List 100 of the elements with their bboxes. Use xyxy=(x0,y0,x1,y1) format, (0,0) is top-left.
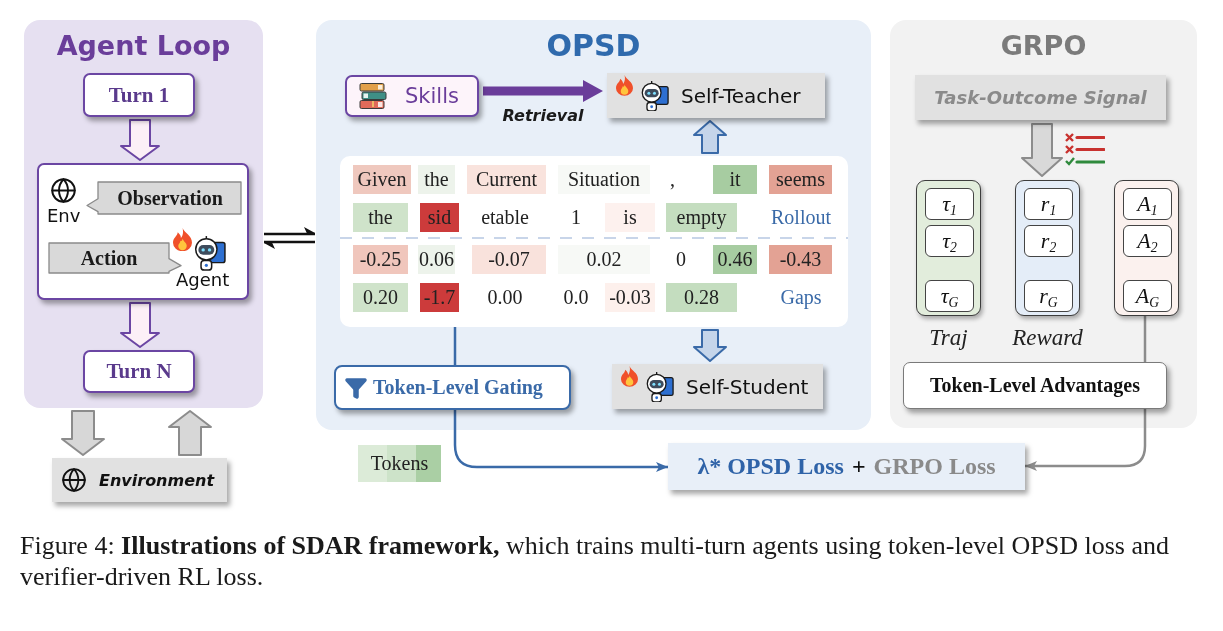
symbol-slot xyxy=(1123,280,1172,312)
advantage-box xyxy=(903,362,1167,409)
symbol-slot xyxy=(1024,225,1073,257)
token-strip xyxy=(358,445,441,482)
name-plate xyxy=(915,75,1166,120)
step-box xyxy=(83,73,195,117)
row-label: Rollout xyxy=(771,205,831,230)
token-card xyxy=(340,156,848,327)
column-label: Reward xyxy=(1012,325,1083,351)
symbol-slot xyxy=(925,188,974,220)
step-label: Turn N xyxy=(106,359,172,384)
group-column xyxy=(1114,180,1179,316)
row-label: Gaps xyxy=(780,285,822,311)
callout-text: Action xyxy=(80,247,138,269)
gap-value: -0.25 xyxy=(353,245,408,274)
block-arrow xyxy=(1021,123,1063,177)
symbol-slot xyxy=(1024,280,1073,312)
rollout-token: the xyxy=(353,203,408,232)
callout-text: Observation xyxy=(117,187,223,209)
rollout-token: 1 xyxy=(571,205,581,230)
symbol-slot xyxy=(1123,225,1172,257)
gap-value: 0 xyxy=(676,247,686,272)
symbol-slot xyxy=(1024,188,1073,220)
block-arrow xyxy=(120,119,160,161)
block-arrow xyxy=(61,410,105,456)
figure-caption: Figure 4: Illustrations of SDAR framework, which trains multi-turn agents using token-level OPSD loss and verifier-driven RL loss. xyxy=(20,530,1170,593)
block-arrow xyxy=(483,80,603,102)
block-arrow xyxy=(693,329,727,362)
panel-title: OPSD xyxy=(546,29,641,62)
gap-value: 0.0 xyxy=(563,285,589,310)
plate-label: Self-Student xyxy=(686,374,809,399)
gap-value: 0.02 xyxy=(558,245,650,274)
math-symbol: A$_{G}$ xyxy=(1135,285,1160,307)
column-label: Traj xyxy=(929,325,968,351)
gap-value: 0.06 xyxy=(418,245,455,274)
gap-value: -0.07 xyxy=(472,245,546,274)
icon-caption: Env xyxy=(47,206,81,226)
gap-value: 0.28 xyxy=(666,283,737,312)
loss-box xyxy=(668,443,1025,490)
skill-box xyxy=(345,75,479,117)
group-column xyxy=(916,180,981,316)
plate-label: Self-Teacher xyxy=(681,83,801,108)
rollout-token: the xyxy=(418,165,455,194)
rollout-token: sid xyxy=(420,203,459,232)
block-arrow xyxy=(120,302,160,348)
arrow xyxy=(1025,409,1147,471)
symbol-slot xyxy=(925,280,974,312)
gap-value: 0.20 xyxy=(353,283,408,312)
stage-panel xyxy=(890,20,1197,428)
symbol-slot xyxy=(1123,188,1172,220)
math-symbol: A$_{2}$ xyxy=(1137,230,1158,252)
name-plate xyxy=(612,364,823,409)
rollout-token: Current xyxy=(467,165,546,194)
math-symbol: r$_{2}$ xyxy=(1040,230,1057,252)
panel-title: Agent Loop xyxy=(56,31,231,61)
math-symbol: r$_{G}$ xyxy=(1039,285,1058,307)
plate-label: Environment xyxy=(99,470,215,490)
rollout-token: etable xyxy=(481,205,529,230)
stage-panel xyxy=(316,20,871,430)
rollout-token: empty xyxy=(666,203,737,232)
name-plate xyxy=(607,73,825,118)
arrow xyxy=(453,410,668,472)
formula-term: GRPO Loss xyxy=(873,453,996,480)
gap-value: 0.00 xyxy=(487,285,523,310)
step-label: Turn 1 xyxy=(108,82,170,108)
strip-label: Tokens xyxy=(370,452,429,475)
rollout-token: is xyxy=(605,203,655,232)
gap-value: -1.7 xyxy=(420,283,459,312)
box-label: Skills xyxy=(405,84,459,108)
connector-line xyxy=(1143,316,1147,362)
formula-term: λ* OPSD Loss xyxy=(697,453,844,480)
group-column xyxy=(1015,180,1080,316)
math-symbol: τ$_{1}$ xyxy=(942,193,957,215)
box-label: Token-Level Advantages xyxy=(930,374,1140,397)
block-arrow xyxy=(168,410,212,456)
math-symbol: τ$_{G}$ xyxy=(940,285,959,307)
step-box xyxy=(83,350,195,393)
math-symbol: r$_{1}$ xyxy=(1040,193,1057,215)
math-symbol: τ$_{2}$ xyxy=(942,230,957,252)
stage-panel xyxy=(24,20,263,408)
connector-line xyxy=(453,327,457,365)
rollout-token: , xyxy=(670,167,675,192)
gap-value: -0.43 xyxy=(769,245,832,274)
formula-term: + xyxy=(851,453,866,480)
rollout-token: seems xyxy=(769,165,832,194)
symbol-slot xyxy=(925,225,974,257)
rollout-token: Situation xyxy=(558,165,650,194)
icon-caption: Agent xyxy=(176,270,230,290)
gap-value: -0.03 xyxy=(605,283,655,312)
name-plate xyxy=(52,458,227,502)
turn-frame xyxy=(37,163,249,300)
box-label: Token-Level Gating xyxy=(373,376,543,399)
gating-box xyxy=(334,365,571,410)
math-symbol: A$_{1}$ xyxy=(1137,193,1158,215)
rollout-token: Given xyxy=(353,165,411,194)
plate-label: Task-Outcome Signal xyxy=(934,87,1147,108)
rollout-token: it xyxy=(713,165,757,194)
panel-title: GRPO xyxy=(1000,31,1087,61)
block-arrow xyxy=(693,120,727,154)
gap-value: 0.46 xyxy=(713,245,757,274)
